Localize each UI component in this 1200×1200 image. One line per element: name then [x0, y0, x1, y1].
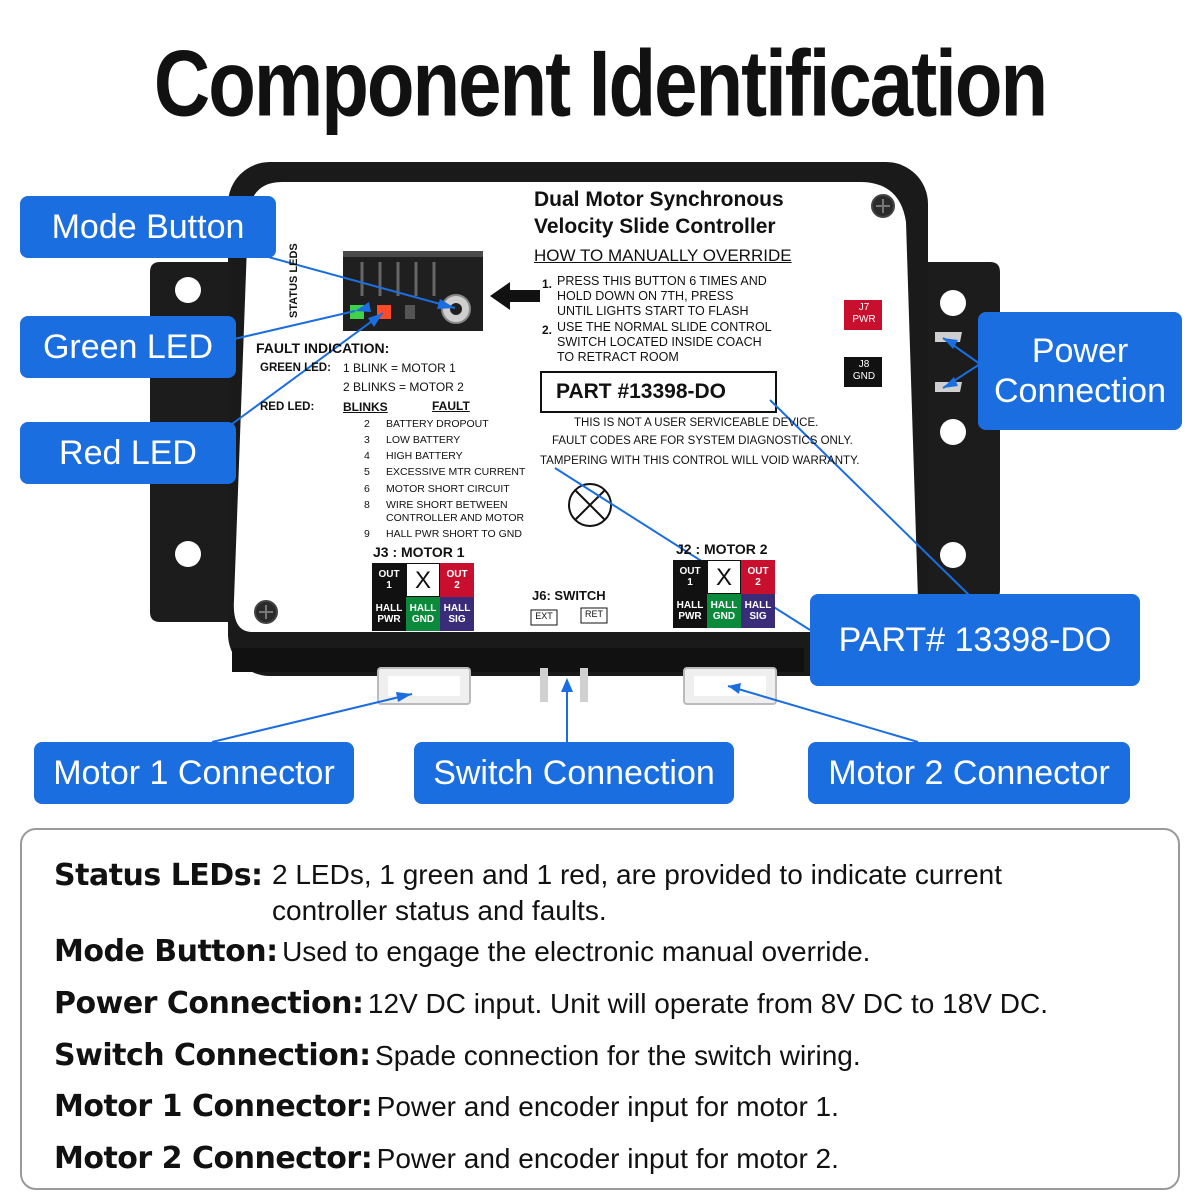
ret-label: RET [585, 609, 603, 619]
red-led-label: RED LED: [260, 401, 315, 413]
col-fault: FAULT [432, 399, 470, 413]
fault-description: HIGH BATTERY [386, 450, 463, 462]
leader-lines [211, 251, 981, 743]
step1-num: 1. [542, 277, 553, 291]
green-led-1: 1 BLINK = MOTOR 1 [343, 361, 456, 375]
info-term: Switch Connection: [54, 1038, 371, 1073]
callout-green-led: Green LED [20, 316, 236, 378]
fault-description: LOW BATTERY [386, 434, 461, 446]
mount-hole [940, 542, 966, 568]
mount-hole [940, 290, 966, 316]
info-row-motor1-connector: Motor 1 Connector: Power and encoder inp… [54, 1089, 839, 1124]
fault-blinks: 5 [364, 466, 370, 478]
info-row-motor2-connector: Motor 2 Connector: Power and encoder inp… [54, 1141, 839, 1176]
page-title: Component Identification [153, 30, 1048, 136]
callout-part-number: PART# 13398-DO [810, 594, 1140, 686]
info-term: Motor 1 Connector: [54, 1089, 373, 1124]
callout-switch-connection: Switch Connection [414, 742, 734, 804]
fault-blinks: 4 [364, 450, 370, 462]
fault-description: WIRE SHORT BETWEEN [386, 499, 508, 511]
mount-hole [175, 541, 201, 567]
callout-motor1-connector: Motor 1 Connector [34, 742, 354, 804]
info-row-switch-connection: Switch Connection: Spade connection for … [54, 1038, 861, 1073]
info-def: Used to engage the electronic manual ove… [282, 936, 871, 967]
fault-indication-heading: FAULT INDICATION: [256, 340, 390, 356]
info-panel: Status LEDs: 2 LEDs, 1 green and 1 red, … [20, 828, 1180, 1190]
info-def: 12V DC input. Unit will operate from 8V … [367, 988, 1048, 1019]
callout-motor2-connector: Motor 2 Connector [808, 742, 1130, 804]
switch-terminal [580, 668, 588, 702]
fault-description: EXCESSIVE MTR CURRENT [386, 466, 526, 478]
controller-device: Dual Motor Synchronous Velocity Slide Co… [20, 162, 1182, 804]
info-row-mode-button: Mode Button: Used to engage the electron… [54, 934, 870, 969]
info-def: Power and encoder input for motor 1. [376, 1091, 839, 1122]
device-drawing [150, 162, 1000, 743]
j8-box [844, 357, 882, 387]
part-number-label: PART #13398-DO [556, 380, 727, 403]
info-row-status-leds: Status LEDs: [54, 858, 263, 893]
col-blinks: BLINKS [343, 400, 388, 414]
info-def-status-leds: 2 LEDs, 1 green and 1 red, are provided … [272, 859, 1002, 926]
fault-blinks: 9 [364, 528, 370, 540]
fault-description: BATTERY DROPOUT [386, 418, 489, 430]
label-title-1: Dual Motor Synchronous [534, 188, 784, 211]
fault-blinks: 3 [364, 434, 370, 446]
fault-description: CONTROLLER AND MOTOR [386, 512, 525, 524]
callout-mode-button: Mode Button [20, 196, 276, 258]
j2-label: J2 : MOTOR 2 [676, 541, 768, 557]
info-term: Mode Button: [54, 934, 278, 969]
fault-description: MOTOR SHORT CIRCUIT [386, 483, 510, 495]
callout-red-led: Red LED [20, 422, 236, 484]
info-term: Power Connection: [54, 986, 364, 1021]
j3-label: J3 : MOTOR 1 [373, 544, 465, 560]
status-leds-label: STATUS LEDS [288, 243, 300, 318]
info-def: Spade connection for the switch wiring. [375, 1040, 861, 1071]
pin-x: X [406, 563, 440, 597]
pin-x: X [707, 560, 741, 594]
switch-terminal [540, 668, 548, 702]
info-def: Power and encoder input for motor 2. [376, 1143, 839, 1174]
mount-hole [175, 277, 201, 303]
fault-blinks: 2 [364, 418, 370, 430]
warning-3: TAMPERING WITH THIS CONTROL WILL VOID WA… [540, 455, 860, 467]
label-title-2: Velocity Slide Controller [534, 215, 776, 238]
fault-description: HALL PWR SHORT TO GND [386, 528, 522, 540]
fault-blinks: 6 [364, 483, 370, 495]
j7-box [844, 300, 882, 330]
ext-label: EXT [535, 611, 553, 621]
green-led-label: GREEN LED: [260, 362, 331, 374]
warning-1: THIS IS NOT A USER SERVICEABLE DEVICE. [574, 417, 819, 429]
warning-2: FAULT CODES ARE FOR SYSTEM DIAGNOSTICS O… [552, 435, 853, 447]
info-term: Status LEDs: [54, 858, 263, 893]
arrow-icon [490, 282, 540, 310]
fault-blinks: 8 [364, 499, 370, 511]
j6-label: J6: SWITCH [532, 588, 606, 603]
info-term: Motor 2 Connector: [54, 1141, 373, 1176]
green-led-2: 2 BLINKS = MOTOR 2 [343, 380, 464, 394]
info-row-power-connection: Power Connection: 12V DC input. Unit wil… [54, 986, 1048, 1021]
howto-heading: HOW TO MANUALLY OVERRIDE [534, 246, 792, 265]
power-terminal [935, 332, 962, 342]
mount-hole [940, 419, 966, 445]
step2-num: 2. [542, 323, 553, 337]
part-box [540, 371, 777, 413]
